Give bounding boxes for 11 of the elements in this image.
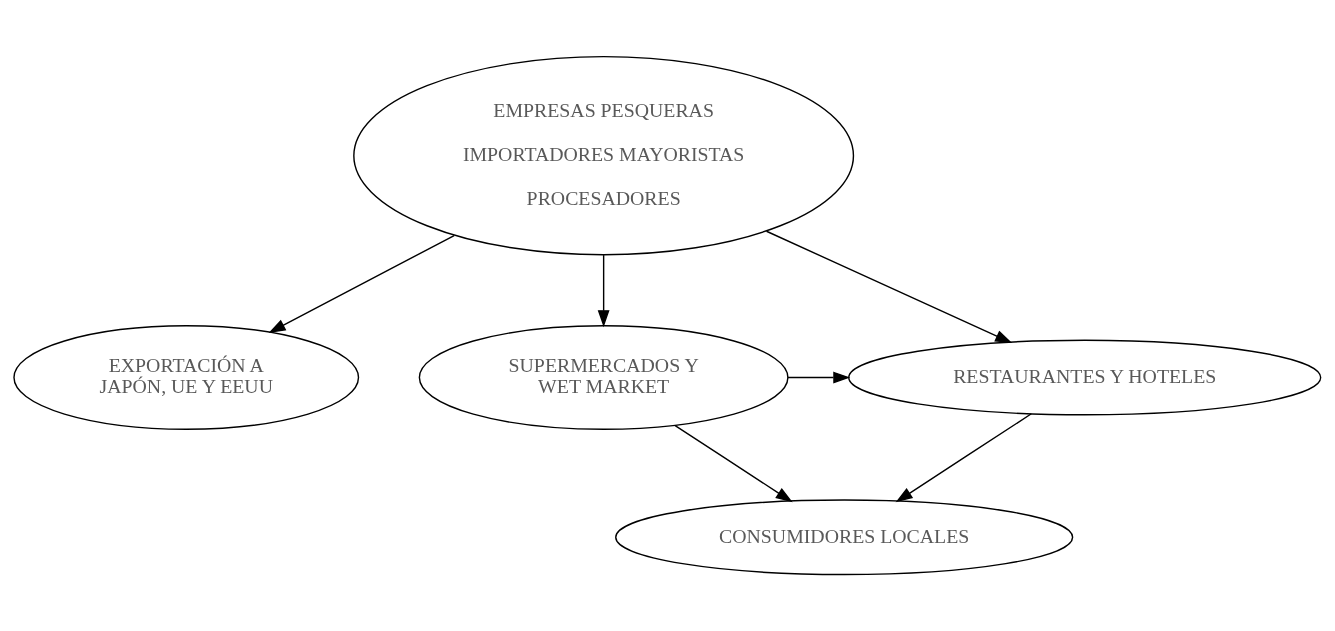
arrow [268, 234, 455, 333]
node-ellipse: EXPORTACIÓN A JAPÓN, UE Y EEUU [13, 325, 360, 430]
arrow [787, 371, 851, 384]
node-ellipse: EMPRESAS PESQUERAS IMPORTADORES MAYORISTAS PROCESADORES [353, 55, 855, 256]
arrow [597, 254, 610, 328]
arrow [895, 413, 1033, 503]
arrow [765, 230, 1013, 344]
node-ellipse: RESTAURANTES Y HOTELES [848, 339, 1322, 416]
node-ellipse: CONSUMIDORES LOCALES [615, 499, 1074, 576]
arrow [674, 424, 793, 503]
node-ellipse: SUPERMERCADOS Y WET MARKET [418, 325, 789, 430]
